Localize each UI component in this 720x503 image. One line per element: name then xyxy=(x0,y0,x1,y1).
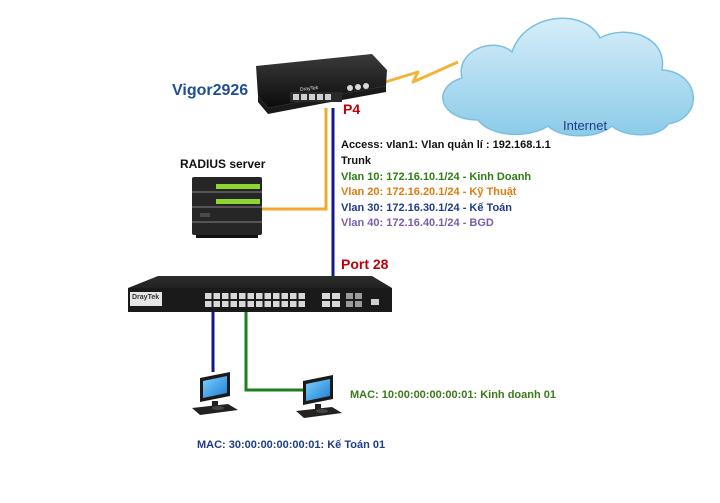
switch-port xyxy=(273,293,280,299)
router-name-label: Vigor2926 xyxy=(172,82,249,99)
radius-server-label: RADIUS server xyxy=(180,157,266,171)
switch-port xyxy=(205,301,212,307)
vlan-20-label: Vlan 20: 172.16.20.1/24 - Kỹ Thuật xyxy=(341,186,517,198)
switch-port xyxy=(247,293,254,299)
switch-port xyxy=(222,293,229,299)
pc-left-mac-label: MAC: 30:00:00:00:00:01: Kế Toán 01 xyxy=(197,439,386,451)
switch-port xyxy=(247,301,254,307)
radius-wire xyxy=(262,108,328,211)
vlan-10-label: Vlan 10: 172.16.10.1/24 - Kinh Doanh xyxy=(341,171,532,183)
switch-port xyxy=(281,301,288,307)
switch-port xyxy=(213,301,220,307)
switch-port xyxy=(256,301,263,307)
router-port-label: P4 xyxy=(343,101,361,117)
switch-uplink-port xyxy=(322,293,330,299)
switch-device-icon xyxy=(128,276,392,312)
switch-sfp-port xyxy=(346,301,353,307)
access-vlan-label: Access: vlan1: Vlan quản lí : 192.168.1.… xyxy=(341,139,551,151)
switch-port-label: Port 28 xyxy=(341,256,389,272)
trunk-label: Trunk xyxy=(341,155,371,167)
switch-port xyxy=(222,301,229,307)
switch-port xyxy=(298,301,305,307)
switch-port xyxy=(281,293,288,299)
switch-port xyxy=(290,301,297,307)
switch-brand-text: DrayTek xyxy=(132,294,160,301)
switch-port xyxy=(239,301,246,307)
switch-sfp-port xyxy=(355,301,362,307)
switch-port xyxy=(290,293,297,299)
switch-port xyxy=(239,293,246,299)
switch-port xyxy=(256,293,263,299)
switch-port xyxy=(205,293,212,299)
switch-sfp-port xyxy=(355,293,362,299)
switch-sfp-port xyxy=(346,293,353,299)
pc-right-mac-label: MAC: 10:00:00:00:00:01: Kinh doanh 01 xyxy=(350,389,556,401)
switch-uplink-port xyxy=(332,301,340,307)
switch-uplink-port xyxy=(332,293,340,299)
router-device-icon xyxy=(256,54,387,114)
switch-port xyxy=(273,301,280,307)
switch-port xyxy=(298,293,305,299)
switch-port xyxy=(264,293,271,299)
switch-port xyxy=(230,301,237,307)
internet-label: Internet xyxy=(563,118,608,133)
switch-port xyxy=(264,301,271,307)
vlan-40-label: Vlan 40: 172.16.40.1/24 - BGD xyxy=(341,217,494,229)
radius-server-icon xyxy=(192,177,262,238)
vlan-30-label: Vlan 30: 172.16.30.1/24 - Kế Toán xyxy=(341,202,512,214)
switch-uplink-port xyxy=(322,301,330,307)
pc-left-icon xyxy=(192,372,238,415)
switch-port xyxy=(213,293,220,299)
internet-cloud-icon xyxy=(442,17,694,137)
switch-port xyxy=(230,293,237,299)
pc-right-icon xyxy=(296,375,342,418)
pc-right-wire xyxy=(244,305,303,392)
wan-lightning-link xyxy=(381,60,459,85)
